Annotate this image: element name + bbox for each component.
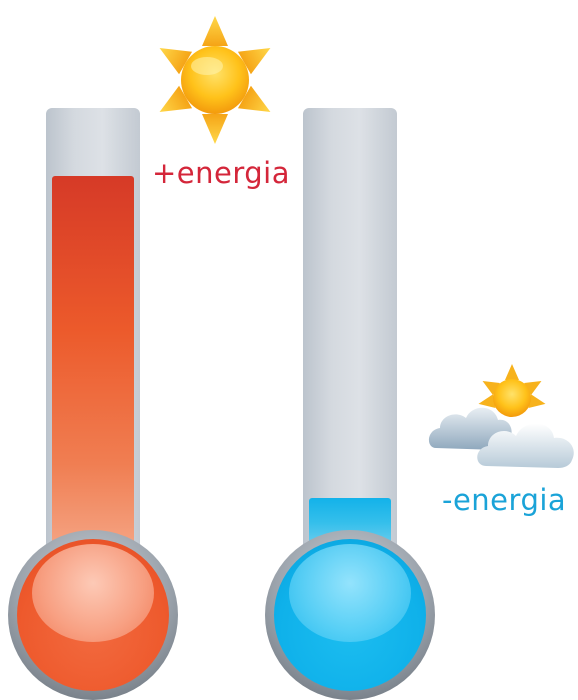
cold-label: -energia [442,483,567,517]
cloud-sun-icon [428,364,574,468]
hot-thermometer-bulb-gloss [32,544,154,642]
cold-thermometer-bulb-gloss [289,544,411,642]
hot-thermometer-fill [52,176,134,560]
sun-icon [159,16,271,144]
hot-label: +energia [152,156,291,190]
